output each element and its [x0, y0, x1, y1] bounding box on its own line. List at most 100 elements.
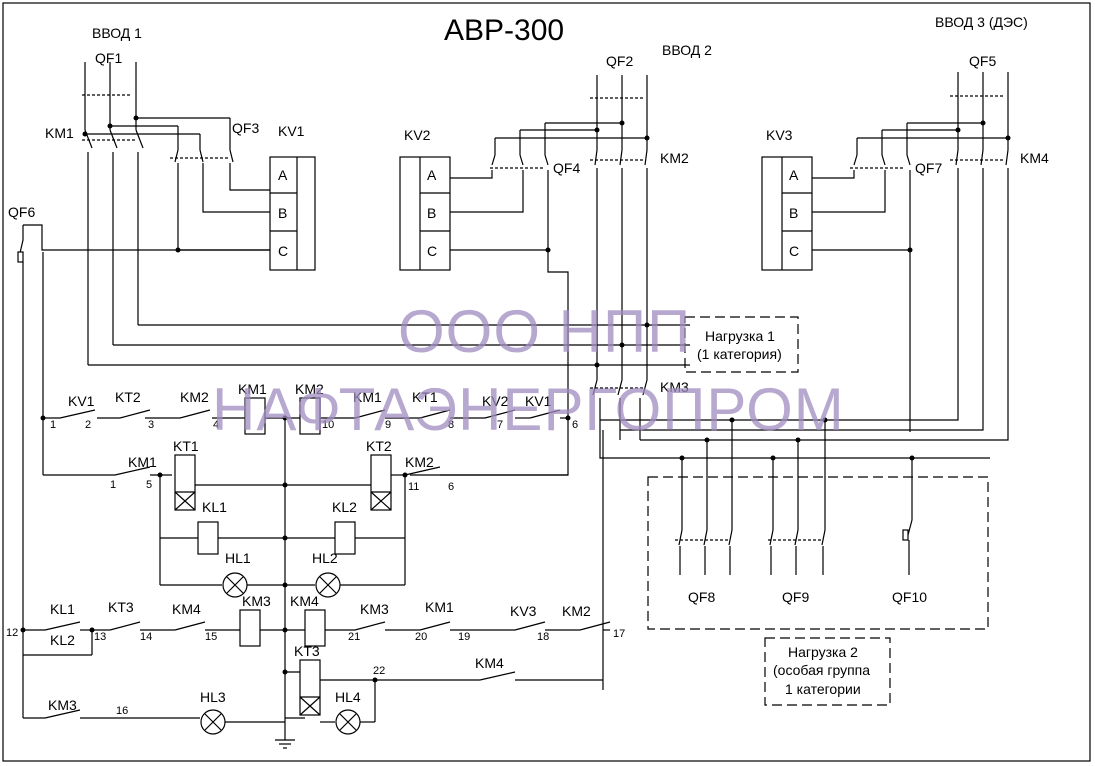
kv1-relay: [269, 156, 316, 271]
kt2-contact-label: KT2: [115, 389, 141, 405]
kv1-phase-c: C: [278, 243, 288, 259]
node-16: 16: [116, 705, 128, 717]
kv3-phase-b: B: [789, 205, 798, 221]
node-17: 17: [613, 628, 625, 640]
control-row-1: [40, 252, 571, 740]
node-13: 13: [94, 631, 106, 643]
qf9-label: QF9: [782, 589, 809, 605]
input-1-label: ВВОД 1: [92, 25, 142, 41]
node-11: 11: [408, 481, 419, 493]
load-2-box: [764, 637, 891, 706]
input-2-label: ВВОД 2: [662, 42, 712, 58]
km2-contact-2-label: KM2: [405, 454, 434, 470]
kv1-phase-b: B: [278, 205, 287, 221]
km4-contact-label: KM4: [172, 601, 201, 617]
load-2-line-2: (особая группа: [773, 662, 870, 678]
kv1-contact-label: KV1: [68, 393, 95, 409]
kv2-contact-label: KV2: [482, 393, 509, 409]
hl3-label: HL3: [200, 689, 226, 705]
node-15: 15: [205, 631, 217, 643]
node-4: 4: [213, 419, 219, 431]
kt1-contact-label: KT1: [412, 389, 438, 405]
node-6b: 6: [448, 481, 454, 493]
qf1-label: QF1: [95, 50, 122, 66]
load-1-box: [684, 316, 799, 373]
load-2-bus: [675, 417, 915, 575]
input-1-power-section: [82, 62, 270, 365]
km3-coil-label: KM3: [242, 593, 271, 609]
node-3: 3: [148, 419, 154, 431]
km1-coil-label: KM1: [238, 381, 267, 397]
kv3-relay: [761, 156, 813, 271]
node-1: 1: [50, 419, 56, 431]
node-12: 12: [6, 627, 18, 639]
qf2-label: QF2: [606, 53, 633, 69]
diagram-title: АВР-300: [444, 14, 564, 47]
kt2-coil-label: KT2: [366, 438, 392, 454]
watermark-line-2: НАФТАЭНЕРГОПРОМ: [212, 376, 845, 443]
node-7: 7: [497, 419, 503, 431]
km2-coil-label: KM2: [295, 381, 324, 397]
load-1-line-2: (1 категория): [697, 346, 782, 362]
kv2-relay: [399, 156, 451, 271]
km2-contact-label: KM2: [180, 389, 209, 405]
node-9: 9: [385, 419, 391, 431]
node-20: 20: [415, 631, 427, 643]
kv2-phase-a: A: [427, 167, 437, 183]
km1-contact-label: KM1: [353, 389, 382, 405]
node-19: 19: [458, 631, 470, 643]
qf6-label: QF6: [8, 204, 35, 220]
kv2-phase-b: B: [427, 205, 436, 221]
km1-power-label: KM1: [45, 125, 74, 141]
kl2-contact-label: KL2: [50, 632, 75, 648]
node-8: 8: [448, 419, 454, 431]
load-1-line-1: Нагрузка 1: [705, 328, 775, 344]
kv3-contact-label: KV3: [510, 603, 537, 619]
qf7-label: QF7: [915, 160, 942, 176]
control-row-3: [20, 609, 611, 749]
hl1-label: HL1: [225, 550, 251, 566]
kt1-coil-label: KT1: [173, 438, 199, 454]
kl1-coil-label: KL1: [202, 499, 227, 515]
watermark-line-1: ООО НПП: [398, 298, 691, 365]
km4-coil-label: KM4: [290, 593, 319, 609]
km3-contact-2-label: KM3: [48, 697, 77, 713]
kt3-coil-label: KT3: [294, 643, 320, 659]
node-1b: 1: [110, 479, 116, 491]
kv1-phase-a: A: [278, 167, 288, 183]
node-14: 14: [140, 631, 152, 643]
km3-power-contacts: [590, 379, 990, 690]
load-2-breakers-box: [647, 476, 989, 630]
kv2-label: KV2: [404, 127, 431, 143]
node-22: 22: [373, 665, 385, 677]
node-2: 2: [85, 419, 91, 431]
hl4-label: HL4: [335, 689, 361, 705]
km1-contact-2-label: KM1: [128, 454, 157, 470]
kv2-phase-c: C: [427, 243, 437, 259]
km4-contact-2-label: KM4: [475, 655, 504, 671]
input-3-label: ВВОД 3 (ДЭС): [935, 14, 1028, 30]
km2-contact-3-label: KM2: [562, 603, 591, 619]
kv3-phase-a: A: [789, 167, 799, 183]
qf5-label: QF5: [969, 53, 996, 69]
qf4-label: QF4: [553, 160, 580, 176]
km4-power-label: KM4: [1020, 150, 1049, 166]
node-21: 21: [348, 631, 360, 643]
node-18: 18: [537, 631, 549, 643]
km2-power-label: KM2: [660, 150, 689, 166]
kv1-contact-2-label: KV1: [525, 393, 552, 409]
input-3-power-section: [600, 72, 1011, 441]
hl2-label: HL2: [312, 550, 338, 566]
km1-contact-3-label: KM1: [425, 599, 454, 615]
load-2-line-3: 1 категории: [785, 681, 861, 697]
qf3-label: QF3: [232, 120, 259, 136]
km3-power-label: KM3: [660, 379, 689, 395]
node-5: 5: [146, 479, 152, 491]
control-row-2: [43, 454, 568, 598]
qf8-label: QF8: [688, 589, 715, 605]
kv3-phase-c: C: [789, 243, 799, 259]
load-2-line-1: Нагрузка 2: [788, 644, 858, 660]
kl2-coil-label: KL2: [332, 499, 357, 515]
